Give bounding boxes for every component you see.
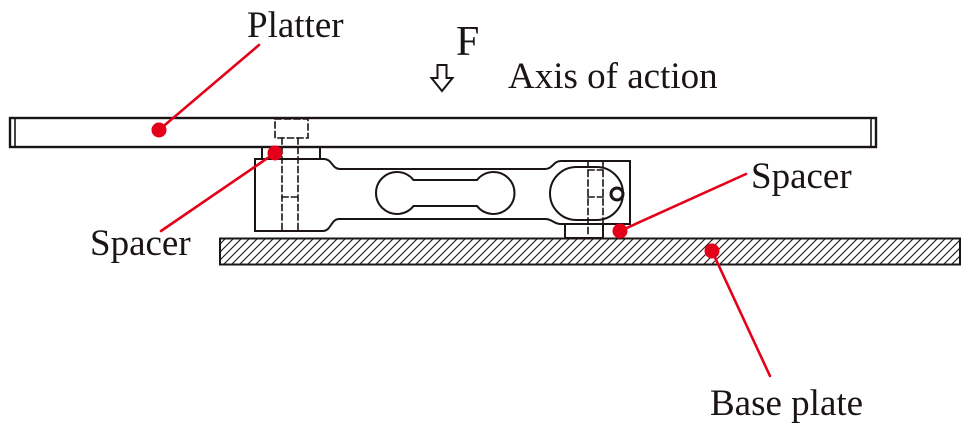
leader-dot-platter xyxy=(151,122,167,138)
leader-line-base-plate xyxy=(710,249,772,378)
base-plate xyxy=(219,237,961,266)
force-down-arrow-icon xyxy=(429,64,455,93)
leader-line-spacer-left xyxy=(159,151,277,233)
leader-dot-base-plate xyxy=(704,243,720,259)
label-force: F xyxy=(456,19,479,65)
label-spacer-left: Spacer xyxy=(90,223,191,264)
dumbbell-cutout xyxy=(375,171,516,215)
linework-group xyxy=(8,64,961,266)
leader-dot-spacer-left xyxy=(267,145,283,161)
cable-hole-icon xyxy=(609,186,625,202)
leader-lines-group xyxy=(157,43,772,378)
label-platter: Platter xyxy=(247,5,344,46)
leader-line-spacer-right xyxy=(618,172,748,233)
spacer-right-block xyxy=(564,223,604,239)
leader-line-platter xyxy=(157,43,261,132)
bolt-right-hidden-lines xyxy=(587,160,604,237)
leader-dots-group xyxy=(151,122,720,259)
label-axis-of-action: Axis of action xyxy=(508,56,718,97)
label-spacer-right: Spacer xyxy=(751,156,852,197)
leader-dot-spacer-right xyxy=(612,223,628,239)
platter xyxy=(8,116,878,149)
label-base-plate: Base plate xyxy=(710,383,863,424)
labels-group: Platter F Axis of action Spacer Spacer B… xyxy=(90,5,863,424)
